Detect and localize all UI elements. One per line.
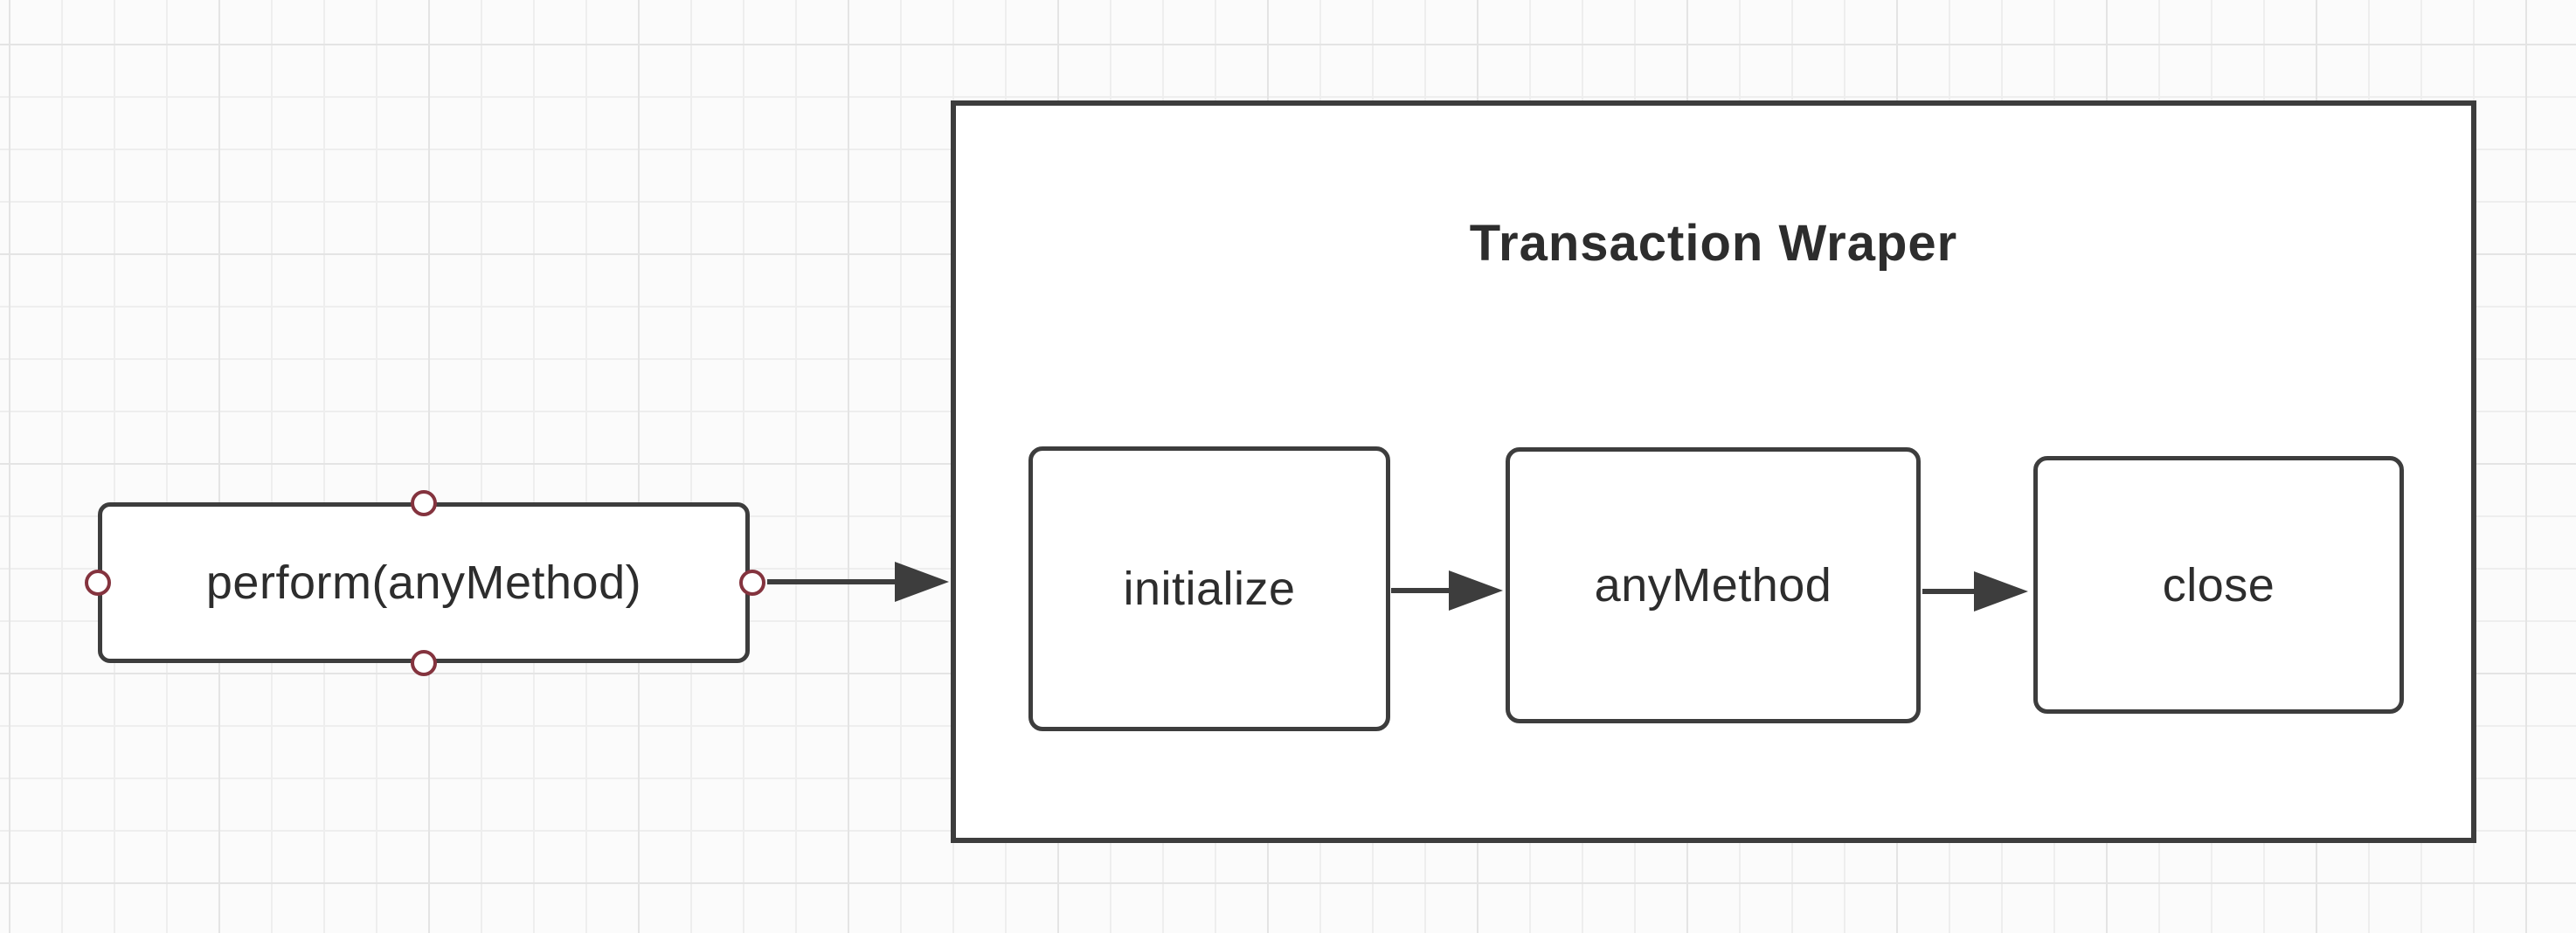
transaction-wrapper-title: Transaction Wraper (1469, 215, 1958, 272)
step-close-label: close (2162, 558, 2275, 612)
node-perform[interactable]: perform(anyMethod) (98, 502, 750, 663)
step-anymethod-label: anyMethod (1594, 559, 1832, 612)
arrowhead-icon (895, 562, 949, 602)
node-step-anymethod[interactable]: anyMethod (1506, 447, 1921, 723)
connector-line (1922, 589, 1979, 594)
step-initialize-label: initialize (1123, 563, 1296, 615)
connector-line (1391, 588, 1454, 593)
connection-point-left[interactable] (85, 570, 111, 596)
node-step-close[interactable]: close (2033, 456, 2404, 714)
connection-point-bottom[interactable] (411, 650, 437, 676)
connector-line (767, 579, 898, 584)
arrowhead-icon (1974, 571, 2028, 612)
connection-point-right[interactable] (739, 570, 765, 596)
connection-point-top[interactable] (411, 490, 437, 516)
node-step-initialize[interactable]: initialize (1028, 446, 1390, 731)
arrowhead-icon (1449, 570, 1503, 611)
node-perform-label: perform(anyMethod) (205, 556, 642, 609)
